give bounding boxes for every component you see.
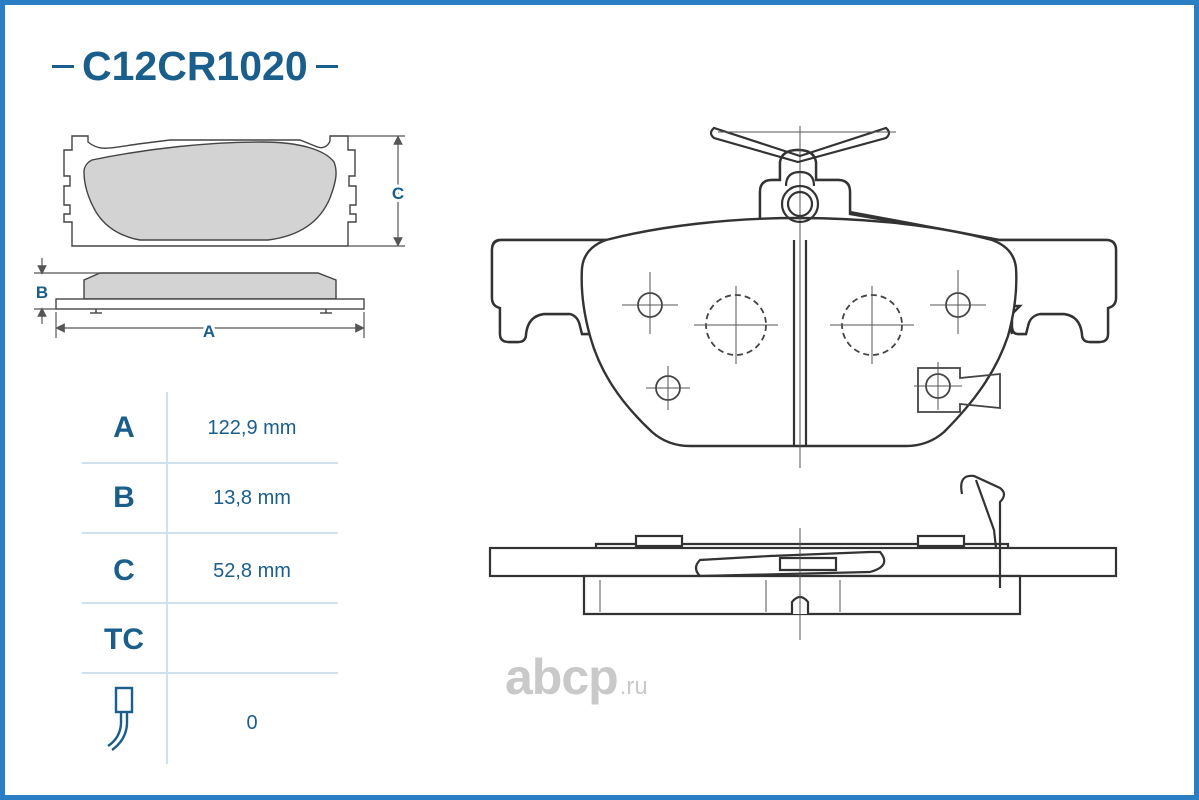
dimension-a xyxy=(55,312,365,338)
table-column-divider xyxy=(166,392,168,764)
title-dash-left xyxy=(52,64,74,68)
watermark-brand: abcp xyxy=(505,649,619,705)
side-backing-plate xyxy=(488,546,1118,578)
row-divider xyxy=(82,602,338,604)
spec-label: A xyxy=(113,411,135,444)
spec-value: 122,9 mm xyxy=(207,416,297,439)
spec-row-a: A 122,9 mm xyxy=(82,400,338,456)
dimension-c-label: C xyxy=(392,184,404,203)
side-view-guides xyxy=(599,528,841,640)
spec-value: 13,8 mm xyxy=(213,486,291,509)
spec-row-tc: TC xyxy=(82,612,338,668)
dimension-b xyxy=(34,258,100,324)
dimension-b-label: B xyxy=(36,283,48,302)
spec-row-c: C 52,8 mm xyxy=(82,543,338,599)
friction-material-front xyxy=(83,141,337,241)
side-friction-material xyxy=(582,574,1022,616)
title-dash-right xyxy=(315,64,338,68)
dimension-c xyxy=(348,135,405,247)
spec-value: 0 xyxy=(246,711,258,734)
small-pad-front-view xyxy=(63,135,357,247)
spec-label: TC xyxy=(104,623,144,656)
row-divider xyxy=(82,532,338,534)
friction-material-outline xyxy=(580,216,1018,448)
spec-row-sensor: 0 xyxy=(82,684,338,762)
backing-plate-side xyxy=(55,298,365,310)
retaining-spring xyxy=(709,126,896,224)
spec-label: B xyxy=(113,481,135,514)
watermark-logo: abcp .ru xyxy=(505,652,648,702)
spec-row-b: B 13,8 mm xyxy=(82,470,338,526)
watermark-domain: .ru xyxy=(619,673,648,700)
row-divider xyxy=(82,462,338,464)
part-number: C12CR1020 xyxy=(82,42,308,89)
spec-label: C xyxy=(113,554,135,587)
wear-sensor-icon xyxy=(82,684,166,762)
small-pad-side-view xyxy=(55,272,365,314)
dimension-a-label: A xyxy=(203,322,215,341)
large-pad-side-view xyxy=(488,474,1118,616)
row-divider xyxy=(82,672,338,674)
page-title: C12CR1020 xyxy=(44,38,346,94)
hole-crosshairs xyxy=(622,270,986,410)
center-slot xyxy=(792,240,808,446)
spec-value: 52,8 mm xyxy=(213,559,291,582)
